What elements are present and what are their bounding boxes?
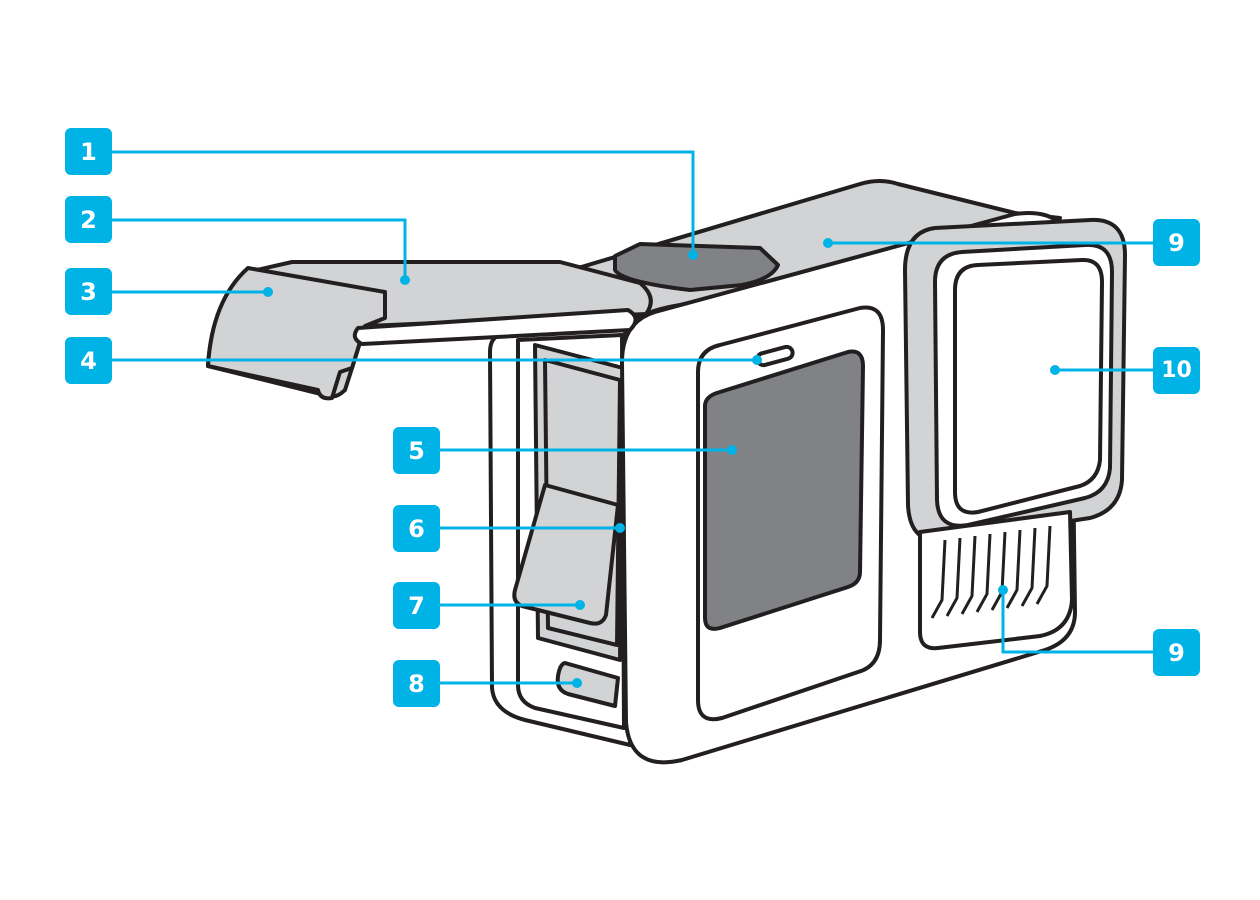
leader-dots — [263, 238, 1060, 688]
vent-slats — [930, 525, 1052, 619]
callout-microphone-front: 9 — [1153, 629, 1200, 676]
callout-shutter-button: 1 — [65, 128, 112, 175]
door-hinge — [352, 308, 638, 346]
shutter-button-shape — [613, 242, 780, 292]
callout-microphone-top: 9 — [1153, 219, 1200, 266]
callout-battery-tab: 7 — [393, 582, 440, 629]
leader-lines — [112, 150, 1153, 685]
callout-door: 2 — [65, 196, 112, 243]
callout-battery: 6 — [393, 505, 440, 552]
callout-door-latch: 3 — [65, 268, 112, 315]
callout-status-light: 4 — [65, 337, 112, 384]
touch-screen-shape — [703, 349, 865, 631]
lens-shape — [953, 257, 1104, 515]
battery-tab-shape — [512, 483, 620, 626]
callout-mode-button: 8 — [393, 660, 440, 707]
callout-touch-screen: 5 — [393, 427, 440, 474]
mode-button-shape — [555, 661, 620, 708]
door-latch-shape — [206, 266, 387, 401]
callout-lens: 10 — [1153, 347, 1200, 394]
